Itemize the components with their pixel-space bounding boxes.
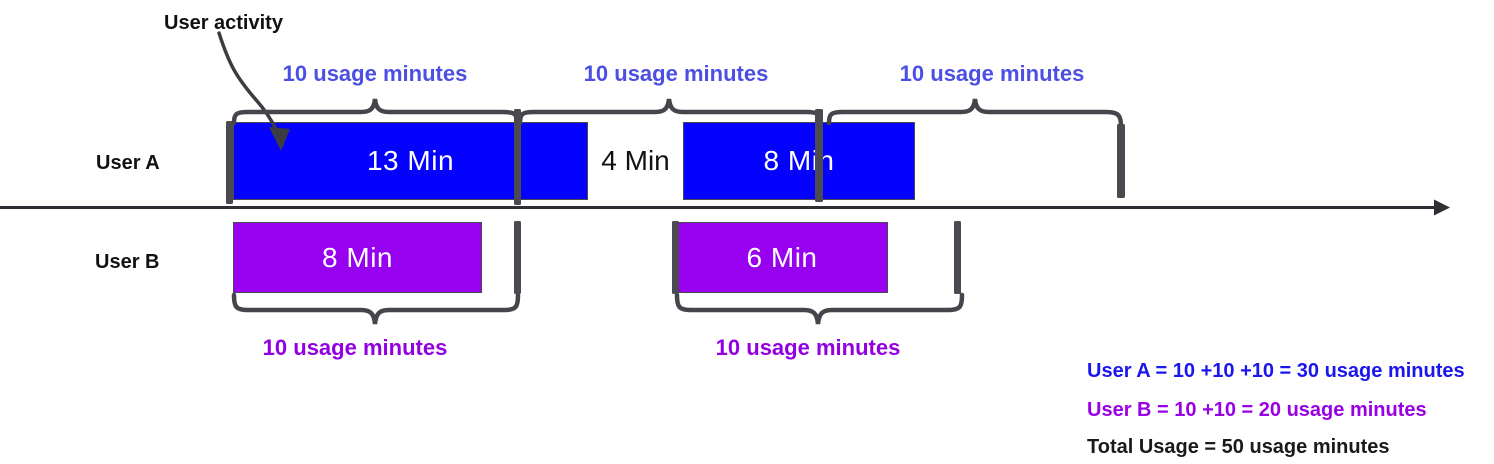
user-a-gap-label: 4 Min (601, 145, 670, 176)
user-a-block-1-label: 10 usage minutes (282, 61, 468, 86)
summary-total: Total Usage = 50 usage minutes (1087, 436, 1390, 458)
user-b-boundary-tick-1 (514, 221, 521, 294)
timeline-arrowhead-icon (1434, 199, 1450, 216)
user-b-block-1-brace (231, 292, 521, 325)
summary-user-a: User A = 10 +10 +10 = 30 usage minutes (1087, 360, 1465, 382)
user-a-block-2-brace (517, 98, 823, 126)
user-a-block-3-label: 10 usage minutes (899, 61, 1085, 86)
user-b-row-label: User B (95, 251, 160, 273)
user-a-block-3-end-tick (1117, 124, 1125, 198)
user-a-activity-1-bar: 13 Min (233, 122, 588, 200)
user-b-block-2-brace (674, 292, 965, 325)
user-a-block-2-label: 10 usage minutes (583, 61, 769, 86)
user-b-block-2-label: 10 usage minutes (715, 335, 901, 360)
user-activity-label: User activity (164, 12, 283, 34)
user-b-block-2-end-tick (954, 221, 961, 294)
user-b-block-1-label: 10 usage minutes (262, 335, 448, 360)
summary-user-b: User B = 10 +10 = 20 usage minutes (1087, 399, 1427, 421)
user-a-activity-2-bar: 8 Min (683, 122, 915, 200)
user-b-activity-2-bar: 6 Min (676, 222, 888, 293)
timeline-axis (0, 199, 1450, 216)
user-a-block-1-brace (231, 98, 520, 126)
user-b-activity-1-bar: 8 Min (233, 222, 482, 293)
user-a-row-label: User A (96, 152, 160, 174)
user-a-block-start-tick (226, 121, 233, 204)
